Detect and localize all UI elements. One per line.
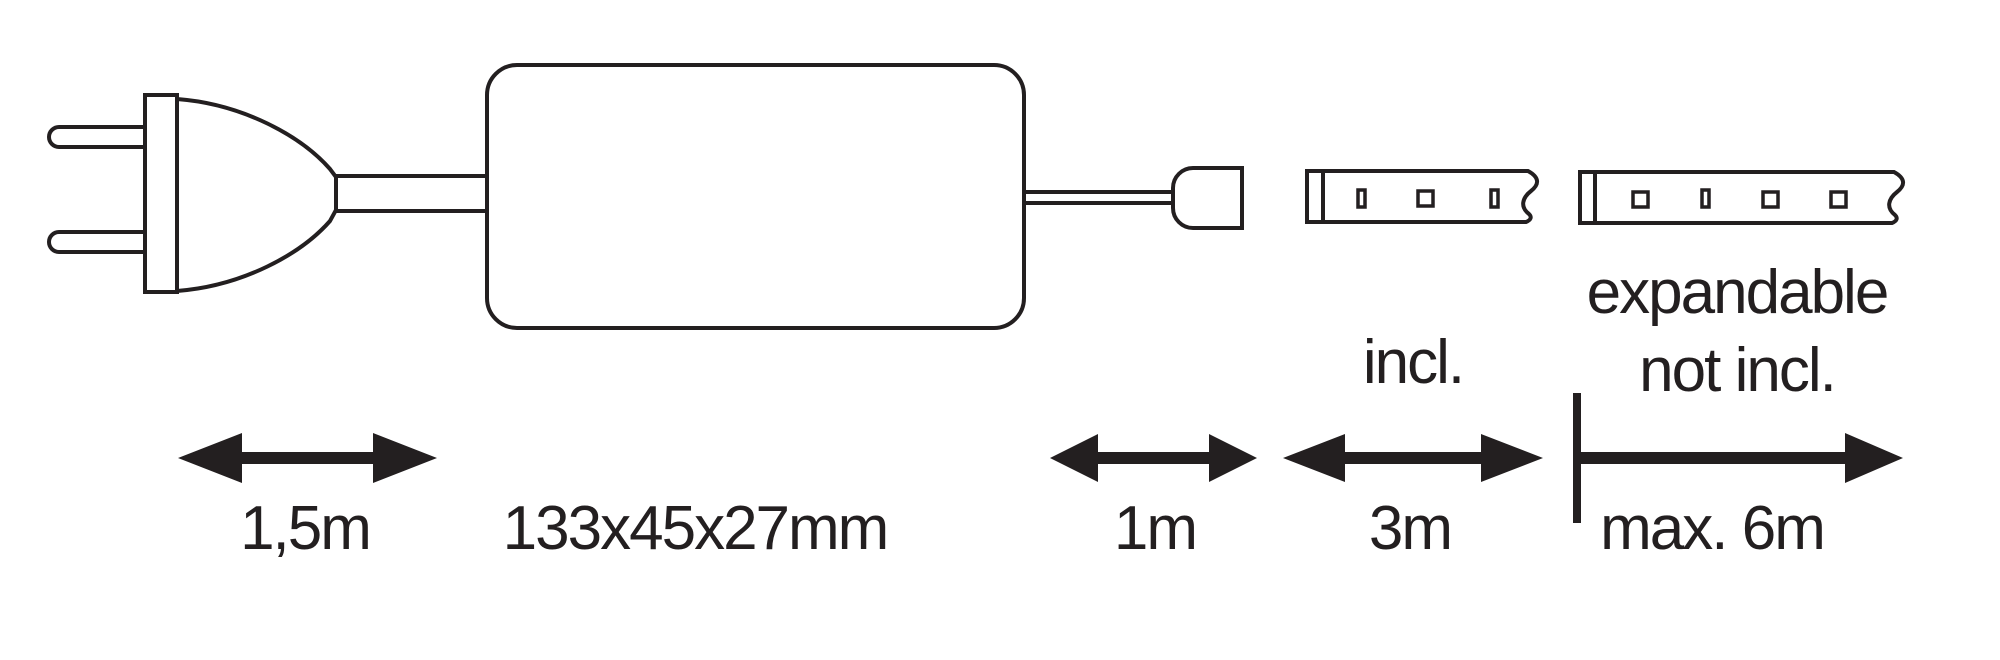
plug-body (175, 96, 338, 294)
arrow-shaft (1581, 452, 1845, 464)
double-arrow-icon-mains-cable (178, 433, 437, 483)
dc-cable-icon (1022, 190, 1175, 205)
plug-pin-top (47, 125, 148, 149)
label-dc-cable-length: 1m (1113, 494, 1198, 563)
double-arrow-icon-dc-cable (1050, 434, 1257, 482)
double-arrow-icon-strip-included (1283, 434, 1543, 482)
led-strip-expansion-icon (1578, 170, 1905, 225)
arrow-head (1845, 433, 1903, 483)
label-expansion-note-line1: expandable (1586, 258, 1890, 327)
driver-box-icon (485, 63, 1026, 330)
led-strip-included-icon (1305, 169, 1539, 224)
label-expansion-max-length: max. 6m (1600, 494, 1826, 563)
mains-cable-icon (332, 174, 491, 213)
strip-outline (1578, 170, 1905, 225)
arrow-start-tick (1573, 393, 1581, 523)
led-chip-icon (1356, 188, 1367, 209)
label-expansion-note-line2: not incl. (1639, 336, 1837, 405)
label-strip-included-length: 3m (1368, 494, 1453, 563)
dc-connector-icon (1171, 166, 1244, 230)
label-strip-included-note: incl. (1362, 328, 1465, 397)
led-chip-icon (1761, 190, 1780, 209)
plug-pin-bottom (47, 230, 148, 254)
power-plug-icon (47, 93, 338, 294)
led-chip-icon (1416, 189, 1435, 208)
led-chip-icon (1700, 188, 1711, 209)
led-chip-icon (1829, 190, 1848, 209)
led-chip-icon (1631, 190, 1650, 209)
label-mains-cable-length: 1,5m (240, 494, 372, 563)
plug-face (143, 93, 179, 294)
label-expansion-note: expandable not incl. (1586, 254, 1890, 410)
label-driver-dimensions: 133x45x27mm (502, 494, 890, 563)
led-chip-icon (1489, 188, 1500, 209)
max-extent-arrow-icon (1573, 393, 1903, 523)
